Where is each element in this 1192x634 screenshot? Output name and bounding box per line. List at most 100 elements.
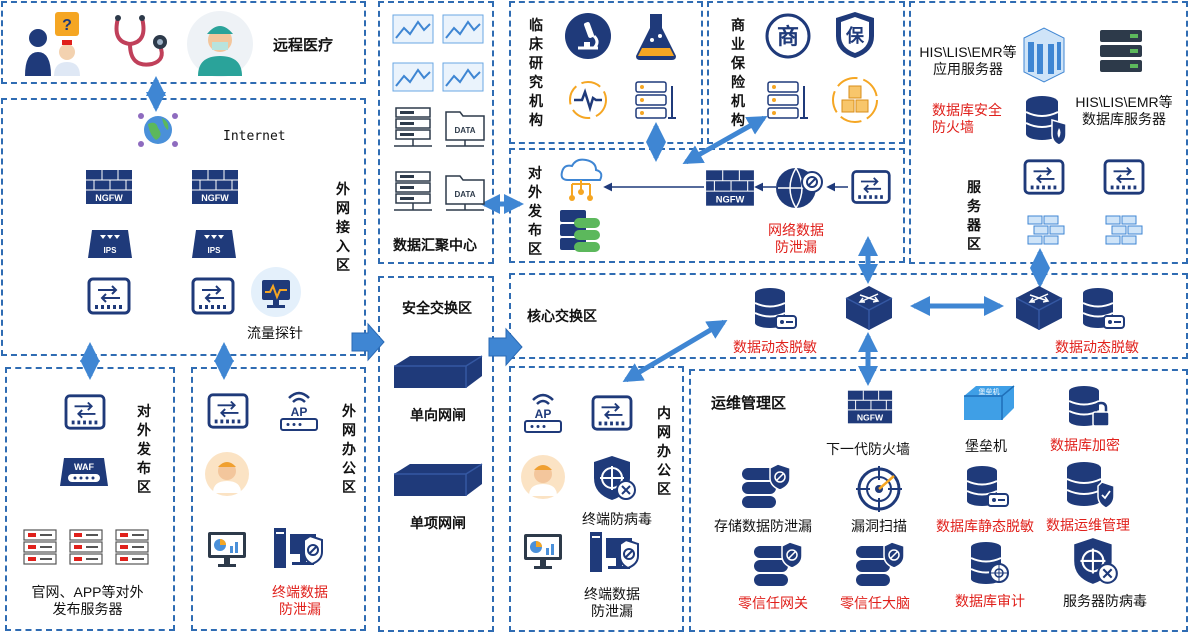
switch-icon <box>590 394 634 432</box>
db-mask-icon <box>752 286 798 332</box>
globe-block-icon <box>774 164 826 214</box>
his-app-label: HIS\LIS\EMR等应用服务器 <box>919 44 1017 77</box>
stethoscope-icon <box>108 12 174 74</box>
zero-trust-gateway-icon <box>752 540 804 590</box>
endpoint-dlp-icon <box>588 530 642 576</box>
db-audit-icon <box>968 540 1014 588</box>
switch-icon <box>86 276 132 316</box>
data-center-zone <box>378 1 494 264</box>
brick-firewall-icon <box>1026 212 1066 250</box>
svg-text:IPS: IPS <box>208 246 222 255</box>
oneway-gate-icon <box>390 354 484 390</box>
external-access-zone <box>1 98 366 356</box>
svg-text:?: ? <box>62 17 72 34</box>
globe-icon <box>136 108 180 152</box>
ngfw-device-icon: NGFW <box>846 388 894 426</box>
ips-device-icon: IPS <box>86 228 134 260</box>
dyn-mask-label-1: 数据动态脱敏 <box>733 339 817 355</box>
db-encrypt-label: 数据库加密 <box>1050 437 1120 453</box>
core-router-icon <box>842 282 896 334</box>
chart-window-icon <box>392 14 434 44</box>
svg-text:NGFW: NGFW <box>857 412 884 422</box>
db-mask-icon <box>964 464 1010 510</box>
antivirus-icon <box>590 454 638 504</box>
app-server-icon <box>1018 24 1070 84</box>
server-rack-icon <box>114 528 150 568</box>
ext-endpoint-dlp-label: 终端数据防泄漏 <box>272 584 328 617</box>
chart-window-icon <box>442 14 484 44</box>
ops-label: 运维管理区 <box>711 395 787 412</box>
monitor-chart-icon <box>522 530 564 572</box>
server-zone-label: 服务器区 <box>967 179 981 252</box>
cloud-network-icon <box>556 156 606 204</box>
server-antivirus-icon <box>1070 536 1120 588</box>
db-firewall-icon <box>1022 94 1070 146</box>
int-office-zone <box>509 366 684 632</box>
int-antivirus-label: 终端防病毒 <box>582 511 652 527</box>
server-av-label: 服务器防病毒 <box>1063 593 1147 609</box>
server-network-icon <box>390 106 436 152</box>
arrow-insurance <box>682 115 768 165</box>
int-endpoint-dlp-label: 终端数据防泄漏 <box>584 586 640 619</box>
switch-icon <box>1102 158 1146 196</box>
external-access-label: 外网接入区 <box>336 181 350 273</box>
svg-text:NGFW: NGFW <box>201 193 229 203</box>
server-stack-icon <box>632 78 680 124</box>
chart-window-icon <box>392 62 434 92</box>
user-avatar-icon <box>520 454 566 500</box>
flask-icon <box>632 10 680 62</box>
telemedicine-label: 远程医疗 <box>273 37 334 54</box>
db-audit-label: 数据库审计 <box>955 593 1025 609</box>
svg-text:AP: AP <box>291 405 308 419</box>
db-lock-icon <box>1066 384 1112 430</box>
surgeon-icon <box>184 10 256 78</box>
db-firewall-label: 数据库安全防火墙 <box>932 102 1002 135</box>
clinical-research-zone <box>509 1 703 144</box>
telemedicine-zone <box>1 1 366 84</box>
internet-label: Internet <box>223 129 286 144</box>
net-dlp-label: 网络数据防泄漏 <box>768 222 824 255</box>
svg-text:NGFW: NGFW <box>716 195 745 205</box>
zero-trust-brain-label: 零信任大脑 <box>840 595 910 611</box>
svg-text:IPS: IPS <box>104 246 118 255</box>
ips-device-icon: IPS <box>190 228 238 260</box>
inner-publish-label: 对外发布区 <box>528 165 542 257</box>
storage-dlp-icon <box>740 462 792 512</box>
cubes-icon <box>830 76 880 124</box>
shang-badge-icon: 商 <box>764 12 812 60</box>
security-exchange-zone <box>378 276 494 632</box>
svg-text:商: 商 <box>777 24 799 49</box>
svg-text:保: 保 <box>845 25 865 46</box>
block-arrow-sec-to-core <box>488 327 523 367</box>
access-point-icon: AP <box>278 388 320 432</box>
core-exchange-zone <box>509 273 1188 359</box>
bao-shield-icon: 保 <box>832 10 878 60</box>
block-arrow-ext-to-sec <box>351 322 385 362</box>
switch-icon <box>206 392 250 430</box>
bastion-label: 堡垒机 <box>965 438 1007 454</box>
data-folder-icon: DATA <box>442 106 488 152</box>
svg-text:AP: AP <box>535 407 552 421</box>
svg-text:WAF: WAF <box>74 462 94 472</box>
pulse-monitor-icon <box>566 78 610 122</box>
ngfw-device-icon: NGFW <box>84 168 134 206</box>
oneway-gate-label: 单向网闸 <box>410 407 466 423</box>
ext-office-zone <box>191 367 366 631</box>
access-point-icon: AP <box>522 390 564 434</box>
data-center-label: 数据汇聚中心 <box>393 237 477 253</box>
brick-firewall-icon <box>1104 212 1144 250</box>
switch-icon <box>63 393 107 431</box>
doctor-consult-icon: ? <box>22 8 84 78</box>
traffic-probe-icon <box>250 266 302 318</box>
svg-text:DATA: DATA <box>454 190 475 199</box>
user-avatar-icon <box>204 451 250 497</box>
zero-trust-brain-icon <box>854 540 906 590</box>
ext-publish-label: 对外发布区 <box>137 403 151 495</box>
ops-zone <box>689 369 1188 632</box>
chart-window-icon <box>442 62 484 92</box>
server-stack-icon <box>764 78 812 124</box>
vuln-scan-icon <box>854 464 904 514</box>
db-ops-icon <box>1064 460 1116 510</box>
switch-icon <box>190 276 236 316</box>
